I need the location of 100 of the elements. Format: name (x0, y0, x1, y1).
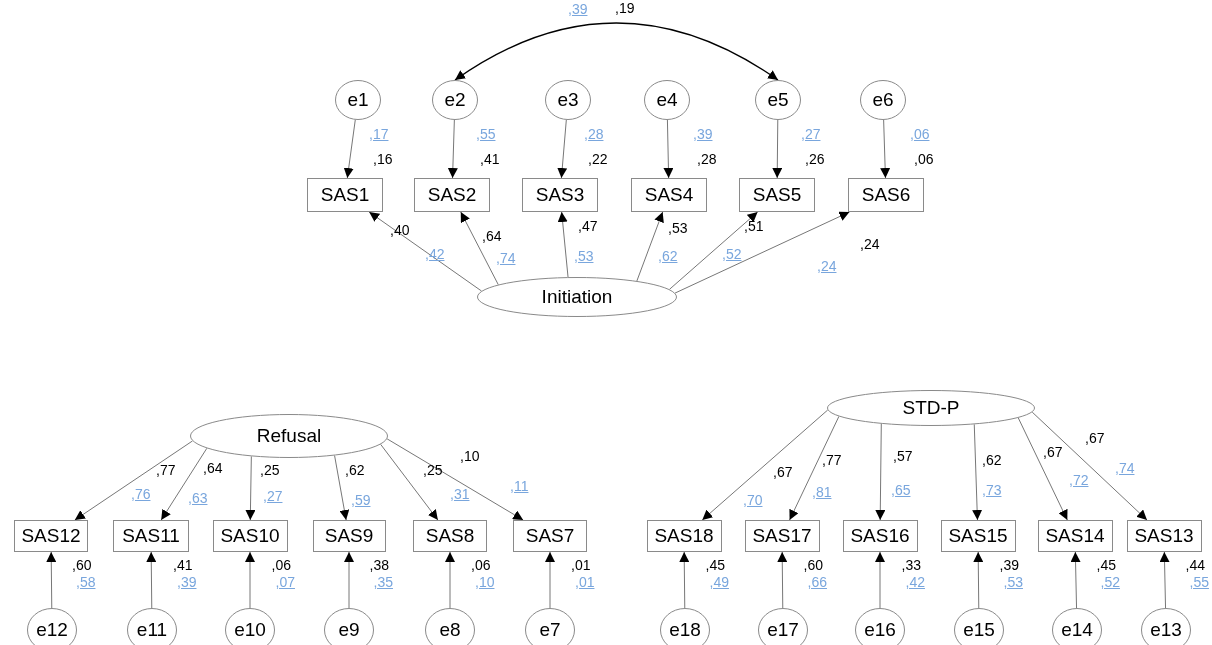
arrow (1017, 417, 1068, 521)
value-label: ,39 (999, 557, 1019, 573)
arrow (777, 551, 788, 609)
value-label: ,52 (1100, 574, 1120, 590)
arrow (972, 423, 983, 521)
arrow (245, 455, 256, 521)
value-label: ,22 (588, 151, 608, 167)
arrow (334, 455, 350, 521)
indicator-box: SAS4 (631, 178, 707, 212)
value-label: ,42 (905, 574, 925, 590)
value-label: ,45 (1096, 557, 1116, 573)
arrow (880, 119, 891, 179)
indicator-box: SAS7 (513, 520, 587, 552)
edge-label: ,53 ,62 (658, 220, 689, 264)
double-headed-arrow (454, 22, 779, 81)
error-term-circle: e2 (432, 80, 478, 120)
arrow (460, 211, 499, 286)
arrow (160, 447, 208, 521)
value-label: ,60 (803, 557, 823, 573)
value-label: ,45 (705, 557, 725, 573)
edge-label: ,51 ,52 (722, 218, 765, 262)
indicator-box: SAS6 (848, 178, 924, 212)
edge-label: ,64 ,63 (188, 460, 224, 506)
edge-label: ,25 ,27 (260, 462, 284, 504)
indicator-box: SAS14 (1037, 520, 1113, 552)
value-label: ,39 (693, 126, 713, 142)
value-label: ,39 (177, 574, 197, 590)
value-label: ,41 (480, 151, 500, 167)
edge-label: ,47 ,53 (574, 218, 599, 264)
arrow (1070, 551, 1081, 609)
indicator-box: SAS5 (739, 178, 815, 212)
arrow (1159, 551, 1170, 609)
arrow (701, 409, 829, 521)
error-term-circle: e1 (335, 80, 381, 120)
error-term-circle: e5 (755, 80, 801, 120)
indicator-box: SAS10 (212, 520, 288, 552)
indicator-box: SAS8 (413, 520, 487, 552)
value-label: ,60 (72, 557, 92, 573)
latent-variable-ellipse: STD-P (827, 390, 1035, 426)
edge-label: ,77 ,76 (131, 462, 177, 502)
error-term-circle: e3 (545, 80, 591, 120)
value-label: ,28 (584, 126, 604, 142)
arrow (663, 119, 674, 179)
arrow (368, 211, 483, 292)
value-label: ,53 (1003, 574, 1023, 590)
arrow (557, 211, 569, 278)
value-label: ,01 (575, 574, 595, 590)
indicator-box: SAS9 (312, 520, 386, 552)
value-label: ,41 (173, 557, 193, 573)
value-label: ,10 (475, 574, 495, 590)
arrow (46, 551, 57, 609)
value-label: ,58 (76, 574, 96, 590)
value-label: ,06 (910, 126, 930, 142)
value-label: ,55 (1189, 574, 1209, 590)
edge-label: ,62 ,59 (345, 462, 372, 508)
arrow (668, 211, 759, 290)
arrow (674, 211, 850, 294)
edge-label: ,24 ,24 (817, 236, 881, 274)
value-label: ,27 (801, 126, 821, 142)
edge-label: ,57 ,65 (891, 448, 914, 498)
arrow (245, 551, 255, 609)
value-label: ,06 (471, 557, 491, 573)
arrow (344, 551, 354, 609)
indicator-box: SAS17 (744, 520, 820, 552)
arrow (343, 119, 356, 179)
arrow (973, 551, 984, 609)
arrow (146, 551, 157, 609)
indicator-box: SAS16 (842, 520, 918, 552)
arrow (557, 119, 568, 179)
value-label: ,55 (476, 126, 496, 142)
indicator-box: SAS18 (646, 520, 722, 552)
indicator-box: SAS3 (522, 178, 598, 212)
value-label: ,33 (901, 557, 921, 573)
arrow (545, 551, 555, 609)
value-label: ,01 (571, 557, 591, 573)
value-label: ,44 (1185, 557, 1205, 573)
value-label: ,28 (697, 151, 717, 167)
edge-label: ,77 ,81 (812, 452, 843, 500)
arrow (74, 440, 193, 521)
value-label: ,26 (805, 151, 825, 167)
indicator-box: SAS2 (414, 178, 490, 212)
latent-variable-ellipse: Refusal (190, 414, 388, 458)
indicator-box: SAS15 (940, 520, 1016, 552)
value-label: ,38 (369, 557, 389, 573)
value-label: ,06 (914, 151, 934, 167)
edge-label: ,39 ,19 (568, 0, 636, 17)
arrow (445, 551, 455, 609)
value-label: ,66 (807, 574, 827, 590)
indicator-box: SAS11 (113, 520, 189, 552)
edge-label: ,62 ,73 (982, 452, 1003, 498)
value-label: ,49 (709, 574, 729, 590)
error-term-circle: e6 (860, 80, 906, 120)
arrow (679, 551, 690, 609)
arrow (447, 119, 458, 179)
indicator-box: SAS12 (14, 520, 88, 552)
latent-variable-ellipse: Initiation (477, 277, 677, 317)
arrow (1031, 411, 1148, 521)
indicator-box: SAS13 (1126, 520, 1202, 552)
arrow (386, 438, 524, 521)
arrow (636, 211, 664, 282)
